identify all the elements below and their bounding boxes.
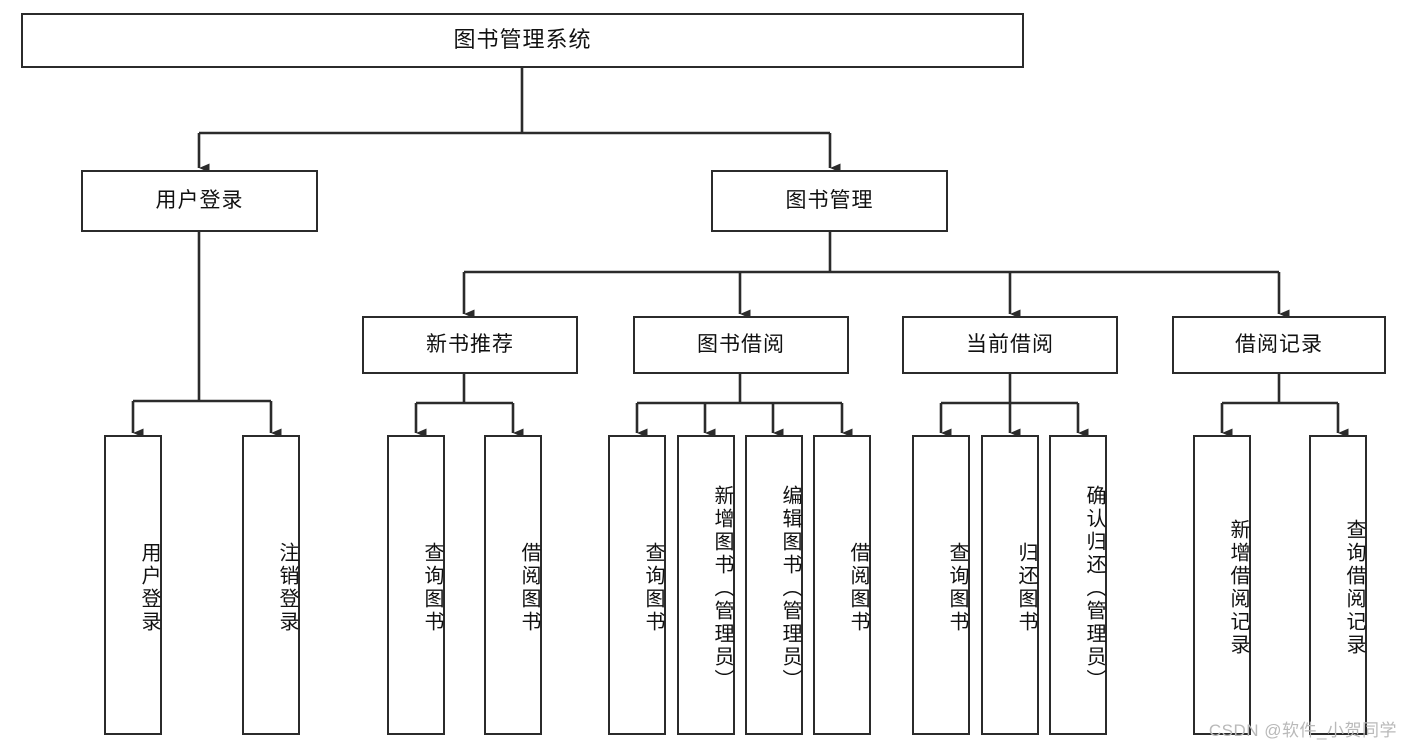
leaf-user-login[interactable]: 用户登录 [104, 435, 162, 735]
leaf-borrow-book-new-recommend[interactable]: 借阅图书 [484, 435, 542, 735]
node-label: 查询图书 [642, 542, 664, 634]
node-label: 图书管理系统 [453, 27, 592, 53]
node-label: 归还图书 [1015, 542, 1037, 634]
node-label: 新增图书（管理员） [711, 484, 733, 692]
node-root-library-management-system[interactable]: 图书管理系统 [21, 13, 1024, 68]
node-label: 借阅记录 [1235, 333, 1323, 357]
node-label: 图书管理 [785, 189, 874, 213]
node-label: 查询借阅记录 [1343, 519, 1365, 657]
leaf-query-book-new-recommend[interactable]: 查询图书 [387, 435, 445, 735]
leaf-add-borrow-record[interactable]: 新增借阅记录 [1193, 435, 1251, 735]
leaf-borrow-book-borrow[interactable]: 借阅图书 [813, 435, 871, 735]
node-label: 用户登录 [138, 542, 160, 634]
node-book-manage[interactable]: 图书管理 [711, 170, 948, 232]
csdn-watermark: CSDN @软件_小贺同学 [1208, 721, 1397, 740]
leaf-edit-book-admin[interactable]: 编辑图书（管理员） [745, 435, 803, 735]
node-label: 查询图书 [421, 542, 443, 634]
node-label: 编辑图书（管理员） [779, 484, 801, 692]
node-new-book-recommend[interactable]: 新书推荐 [362, 316, 578, 374]
node-book-borrow[interactable]: 图书借阅 [633, 316, 849, 374]
node-current-borrow[interactable]: 当前借阅 [902, 316, 1118, 374]
node-label: 当前借阅 [966, 333, 1054, 357]
node-label: 新增借阅记录 [1227, 519, 1249, 657]
node-borrow-record[interactable]: 借阅记录 [1172, 316, 1386, 374]
leaf-query-borrow-record[interactable]: 查询借阅记录 [1309, 435, 1367, 735]
node-user-login[interactable]: 用户登录 [81, 170, 318, 232]
leaf-query-book-borrow[interactable]: 查询图书 [608, 435, 666, 735]
leaf-query-book-current[interactable]: 查询图书 [912, 435, 970, 735]
node-label: 确认归还（管理员） [1083, 484, 1105, 692]
node-label: 借阅图书 [518, 542, 540, 634]
node-label: 图书借阅 [697, 333, 785, 357]
node-label: 查询图书 [946, 542, 968, 634]
node-label: 新书推荐 [426, 333, 514, 357]
leaf-return-book[interactable]: 归还图书 [981, 435, 1039, 735]
node-label: 借阅图书 [847, 542, 869, 634]
leaf-confirm-return-admin[interactable]: 确认归还（管理员） [1049, 435, 1107, 735]
node-label: 注销登录 [276, 542, 298, 634]
leaf-add-book-admin[interactable]: 新增图书（管理员） [677, 435, 735, 735]
node-label: 用户登录 [155, 189, 244, 213]
leaf-logout-login[interactable]: 注销登录 [242, 435, 300, 735]
